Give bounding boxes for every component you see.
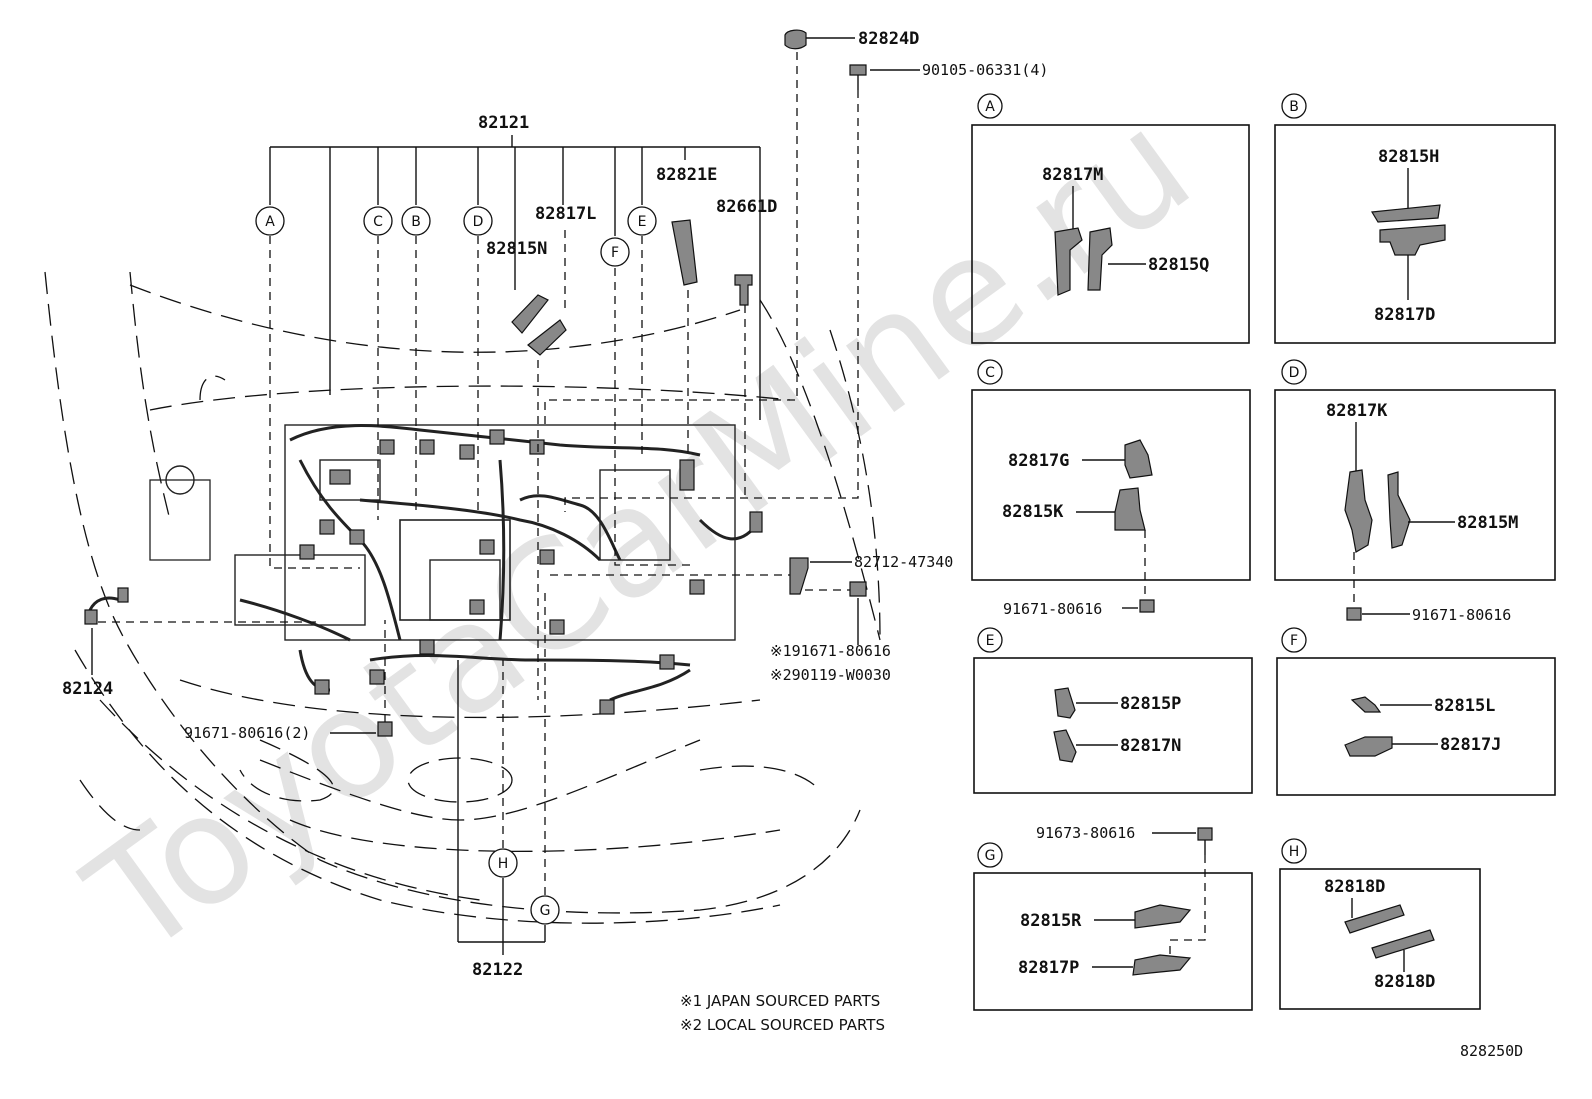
detail-h-letter: H [1289, 844, 1300, 860]
leader-lines [91, 37, 920, 955]
detail-c-letter: C [985, 365, 995, 381]
detail-d-part-1: 82817K [1326, 401, 1388, 421]
label-82824d: 82824D [858, 29, 919, 49]
detail-b-part-1: 82815H [1378, 147, 1439, 167]
label-82815n: 82815N [486, 239, 547, 259]
callout-f: F [611, 245, 619, 261]
detail-c-bolt: 91671-80616 [1003, 600, 1102, 618]
label-90105: 90105-06331(4) [922, 61, 1048, 79]
detail-box-f: F 82815L 82817J [1276, 627, 1556, 796]
detail-a-part-1: 82817M [1042, 165, 1103, 185]
callout-d: D [473, 214, 484, 230]
diagram-code: 828250D [1460, 1042, 1523, 1060]
detail-g-letter: G [985, 848, 996, 864]
callout-h: H [498, 856, 509, 872]
detail-b-part-2: 82817D [1374, 305, 1435, 325]
detail-box-b: B 82815H 82817D [1274, 93, 1556, 344]
detail-box-h: H 82818D 82818D [1279, 838, 1481, 1010]
detail-box-d: D 82817K 82815M 91671-80616 [1274, 359, 1556, 624]
detail-g-part-2: 82817P [1018, 958, 1079, 978]
detail-box-g: 91673-80616 G 82815R 82817P [973, 824, 1253, 1011]
detail-g-part-1: 82815R [1020, 911, 1082, 931]
detail-box-a: A 82817M 82815Q [971, 93, 1250, 344]
detail-box-c: C 82817G 82815K 91671-80616 [971, 359, 1251, 618]
detail-a-part-2: 82815Q [1148, 255, 1209, 275]
detail-e-part-1: 82815P [1120, 694, 1181, 714]
detail-h-part-2: 82818D [1374, 972, 1435, 992]
label-91671-japan: ※191671-80616 [770, 642, 891, 660]
label-90119: ※290119-W0030 [770, 666, 891, 684]
main-parts [377, 29, 867, 737]
detail-h-part-1: 82818D [1324, 877, 1385, 897]
callout-g: G [540, 903, 551, 919]
engine-bay [84, 424, 763, 715]
vehicle-outline [44, 271, 881, 924]
label-82712: 82712-47340 [854, 553, 953, 571]
callout-a: A [265, 214, 275, 230]
label-82122: 82122 [472, 960, 523, 980]
callout-c: C [373, 214, 383, 230]
detail-c-part-1: 82817G [1008, 451, 1069, 471]
detail-a-letter: A [985, 99, 995, 115]
detail-d-letter: D [1289, 365, 1300, 381]
label-91671-2: 91671-80616(2) [184, 724, 310, 742]
label-82821e: 82821E [656, 165, 717, 185]
label-82817l: 82817L [535, 204, 596, 224]
detail-d-part-2: 82815M [1457, 513, 1518, 533]
callout-b: B [411, 214, 421, 230]
detail-g-bolt: 91673-80616 [1036, 824, 1135, 842]
detail-e-part-2: 82817N [1120, 736, 1181, 756]
label-82121: 82121 [478, 113, 529, 133]
detail-e-letter: E [986, 633, 995, 649]
detail-f-letter: F [1290, 633, 1298, 649]
note-japan: ※1 JAPAN SOURCED PARTS [680, 992, 880, 1010]
detail-d-bolt: 91671-80616 [1412, 606, 1511, 624]
label-82124: 82124 [62, 679, 113, 699]
detail-f-part-1: 82815L [1434, 696, 1495, 716]
detail-b-letter: B [1289, 99, 1299, 115]
detail-box-e: E 82815P 82817N [973, 627, 1253, 794]
callout-e: E [638, 214, 647, 230]
detail-f-part-2: 82817J [1440, 735, 1501, 755]
detail-c-part-2: 82815K [1002, 502, 1064, 522]
label-82661d: 82661D [716, 197, 777, 217]
main-labels: 82121 82824D 90105-06331(4) 82821E 82661… [62, 29, 1048, 980]
callout-circles: A C B D E F H G [255, 206, 657, 925]
note-local: ※2 LOCAL SOURCED PARTS [680, 1016, 885, 1034]
